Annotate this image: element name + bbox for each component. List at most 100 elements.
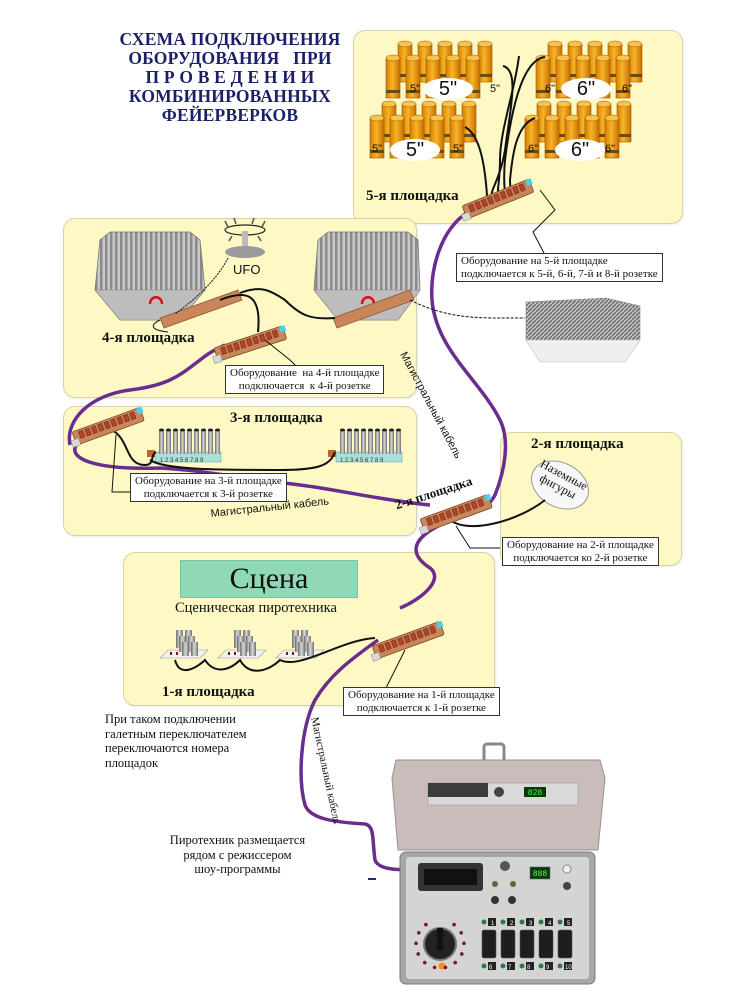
rack-numbers-left: 1 2 3 4 5 6 7 8 9 [160,458,204,464]
shell-size-badge-6in-top: 6" [561,78,611,100]
site5-callout-line-2: подключается к 5-й, 6-й, 7-й и 8-й розет… [461,267,658,280]
channel-number: 2 [510,921,514,927]
channel-led [519,919,525,925]
mortar-tube [389,430,394,454]
channel-number: 9 [546,965,550,971]
ufo-device [224,217,266,258]
mortar-tube [347,430,352,454]
ufo-label: UFO [233,262,261,277]
shell-tag: 6" [622,83,633,95]
dial-position-led [424,922,428,927]
shell-tag: 6" [605,143,616,155]
site3-callout-line-1: Оборудование на 3-й площадке [135,475,282,487]
site4-callout-line-1: Оборудование на 4-й площадке [230,367,380,379]
channel-rocker-switch[interactable] [519,929,535,959]
title-line-2: ОБОРУДОВАНИЯ ПРИ [128,48,332,68]
scene-box: Сцена [180,560,358,598]
channel-led [500,963,506,969]
channel-rocker-switch[interactable] [557,929,573,959]
site4-wires [152,257,526,333]
site2-callout-line-1: Оборудование на 2-й площадке [507,539,654,551]
site5-callout-line-1: Оборудование на 5-й площадке [461,255,608,267]
diagram-title: СХЕМА ПОДКЛЮЧЕНИЯ ОБОРУДОВАНИЯ ПРИ П Р О… [95,30,365,125]
shell-size-badge-6in-bottom: 6" [555,139,605,161]
mortar-tube [159,430,164,454]
channel-number: 5 [567,921,571,927]
title-line-5: ФЕЙЕРВЕРКОВ [161,105,299,125]
stage-tube [191,642,198,656]
channel-led [538,919,544,925]
dial-position-led [460,952,464,956]
operator-note-line-1: Пиротехник размещается [169,833,306,847]
mortar-tube [201,430,206,454]
dial-position-led [416,952,420,956]
channel-number: 8 [527,965,531,971]
dial-position-led [423,960,427,965]
channel-number: 3 [529,921,533,927]
lid-display: 828 [528,789,543,798]
cable-end-marker [368,878,376,880]
site2-callout-line-2: подключается ко 2-й розетке [513,551,648,564]
tube-rack-left [147,428,222,463]
comb-battery-left [94,231,206,321]
firing-module-site3 [70,406,145,448]
dial-position-led [452,922,456,927]
stage-tube [182,642,189,656]
site3-label: 3-я площадка [230,410,323,426]
mortar-tube [354,430,359,454]
channel-number: 1 [491,921,495,927]
panel-display: 888 [533,870,548,879]
stage-pyro-units [159,630,325,659]
mortar-tube [173,430,178,454]
shell-tag: 5" [372,143,383,155]
main-cable-site4 [67,343,226,446]
site2-label: 2-я площадка [531,436,624,452]
site1-label: 1-я площадка [162,684,255,700]
shell-size-badge-5in-top: 5" [423,78,473,100]
rack-connector [328,450,336,457]
stage-tube [298,642,305,656]
channel-led [538,963,544,969]
dial-position-led [459,931,464,935]
ground-figures-ellipse [531,460,589,510]
site3-callout: Оборудование на 3-й площадке подключаетс… [130,473,287,502]
dial-position-led [416,931,421,935]
shell-tag: 5" [490,83,501,95]
terminal-strip-site4-right [332,289,415,329]
mortar-tube [375,430,380,454]
mortar-tube [340,430,345,454]
site1-wire [174,637,376,672]
channel-number: 7 [508,965,512,971]
dial-position-led [414,941,418,946]
channel-led [481,963,487,969]
rack-connector [147,450,155,457]
mortar-tube [382,430,387,454]
operator-note-line-2: рядом с режиссером [183,847,292,862]
firing-module-site1 [370,620,445,662]
site4-label: 4-я площадка [102,330,195,346]
fan-battery [525,297,641,363]
stage-tube [240,642,247,656]
firing-module-site2 [418,493,493,535]
tube-rack-right [328,428,403,463]
channel-rocker-switch[interactable] [500,929,516,959]
main-cable [399,210,508,610]
channel-number: 6 [489,965,493,971]
shell-tag: 6" [545,83,556,95]
site5-callout: Оборудование на 5-й площадке подключаетс… [456,253,663,282]
channel-number: 4 [548,921,552,927]
mortar-tube [194,430,199,454]
stage-tube [307,642,314,656]
channel-rocker-switch[interactable] [481,929,497,959]
dial-position-led [453,960,457,965]
dial-position-led [462,941,466,946]
mortar-tube [368,430,373,454]
site2-wire [449,499,546,528]
shell-tag: 6" [528,143,539,155]
channel-led [557,963,563,969]
channel-led [557,919,563,925]
channel-rocker-switch[interactable] [538,929,554,959]
site4-callout-line-2: подключается к 4-й розетке [238,379,371,392]
switch-note-line-1: При таком подключении [105,712,236,726]
